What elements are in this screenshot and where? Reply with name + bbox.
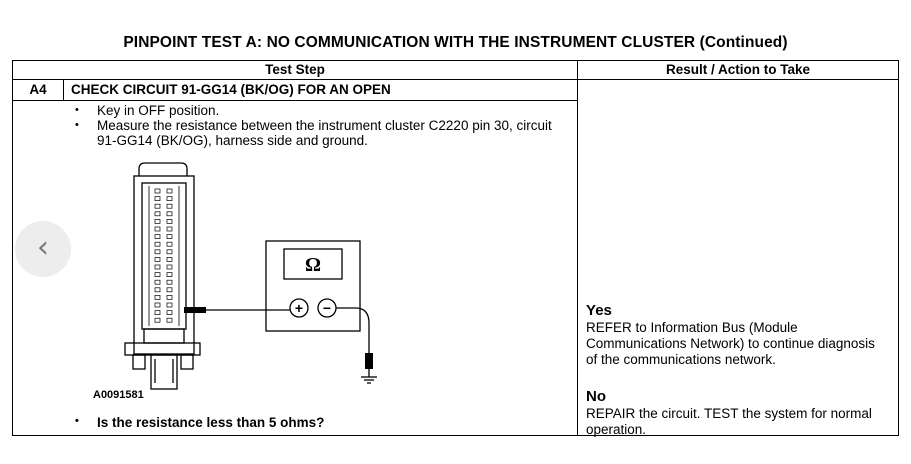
connector-pin — [166, 188, 173, 194]
connector-pin — [166, 317, 173, 323]
connector-pin — [166, 287, 173, 293]
ground-icon — [361, 369, 377, 384]
wiring-diagram: Ω + − — [124, 162, 377, 390]
plus-terminal: + — [295, 300, 303, 316]
connector-pin — [154, 287, 161, 293]
connector-pin — [166, 295, 173, 300]
connector-pin — [166, 257, 173, 262]
connector-pins — [154, 188, 173, 323]
header-row: Test Step Result / Action to Take — [11, 60, 900, 80]
page-title: PINPOINT TEST A: NO COMMUNICATION WITH T… — [123, 34, 788, 51]
connector-pin — [154, 264, 161, 270]
connector-pin — [166, 196, 173, 201]
header-result-action: Result / Action to Take — [577, 60, 900, 80]
probe-tip — [184, 307, 206, 313]
no-label: No — [586, 388, 607, 405]
connector-pin — [166, 302, 173, 308]
connector-pin — [166, 219, 173, 224]
connector-pin — [154, 310, 161, 315]
connector-pin — [154, 272, 161, 277]
step-title: CHECK CIRCUIT 91-GG14 (BK/OG) FOR AN OPE… — [62, 79, 579, 101]
chevron-left-icon[interactable]: ‹ — [15, 221, 71, 277]
connector-pin — [166, 234, 173, 239]
connector-pin — [166, 249, 173, 255]
minus-terminal: − — [323, 300, 331, 316]
connector-pin — [166, 226, 173, 232]
yes-text: REFER to Information Bus (Module Communi… — [586, 320, 875, 367]
connector-pin — [154, 196, 161, 201]
connector-pin — [154, 241, 161, 247]
connector-pin — [166, 272, 173, 277]
pinpoint-test-table: Test Step Result / Action to Take A4 CHE… — [11, 60, 900, 437]
connector-pin — [154, 188, 161, 194]
connector-pin — [166, 279, 173, 285]
connector-pin — [166, 203, 173, 209]
test-leads — [206, 307, 370, 353]
header-test-step: Test Step — [11, 60, 579, 80]
step-bullets: Key in OFF position. Measure the resista… — [73, 103, 573, 148]
connector-c2220 — [124, 162, 201, 390]
connector-pin — [166, 211, 173, 217]
bullet-item: Measure the resistance between the instr… — [73, 118, 573, 148]
connector-pin — [154, 203, 161, 209]
ground-probe — [365, 353, 373, 369]
connector-pin — [154, 279, 161, 285]
connector-pin — [154, 317, 161, 323]
multimeter — [265, 240, 361, 332]
step-question: Is the resistance less than 5 ohms? — [73, 415, 324, 430]
connector-pin — [166, 241, 173, 247]
connector-pin — [154, 219, 161, 224]
figure-id: A0091581 — [93, 389, 144, 401]
step-body: Key in OFF position. Measure the resista… — [11, 100, 579, 436]
ohm-symbol: Ω — [305, 254, 321, 276]
no-block: No REPAIR the circuit. TEST the system f… — [586, 388, 886, 438]
step-title-row: A4 CHECK CIRCUIT 91-GG14 (BK/OG) FOR AN … — [12, 79, 900, 437]
connector-pin — [166, 310, 173, 315]
connector-pin — [166, 264, 173, 270]
connector-pin — [154, 211, 161, 217]
yes-block: Yes REFER to Information Bus (Module Com… — [586, 302, 886, 368]
result-cell: Yes REFER to Information Bus (Module Com… — [577, 79, 900, 438]
connector-pin — [154, 249, 161, 255]
yes-label: Yes — [586, 302, 612, 319]
step-id: A4 — [12, 79, 64, 101]
connector-pin — [154, 257, 161, 262]
no-text: REPAIR the circuit. TEST the system for … — [586, 406, 872, 437]
connector-pin — [154, 295, 161, 300]
step-body-row: Key in OFF position. Measure the resista… — [11, 100, 899, 436]
connector-pin — [154, 226, 161, 232]
connector-pin — [154, 302, 161, 308]
bullet-item: Key in OFF position. — [73, 103, 573, 118]
connector-pin — [154, 234, 161, 239]
